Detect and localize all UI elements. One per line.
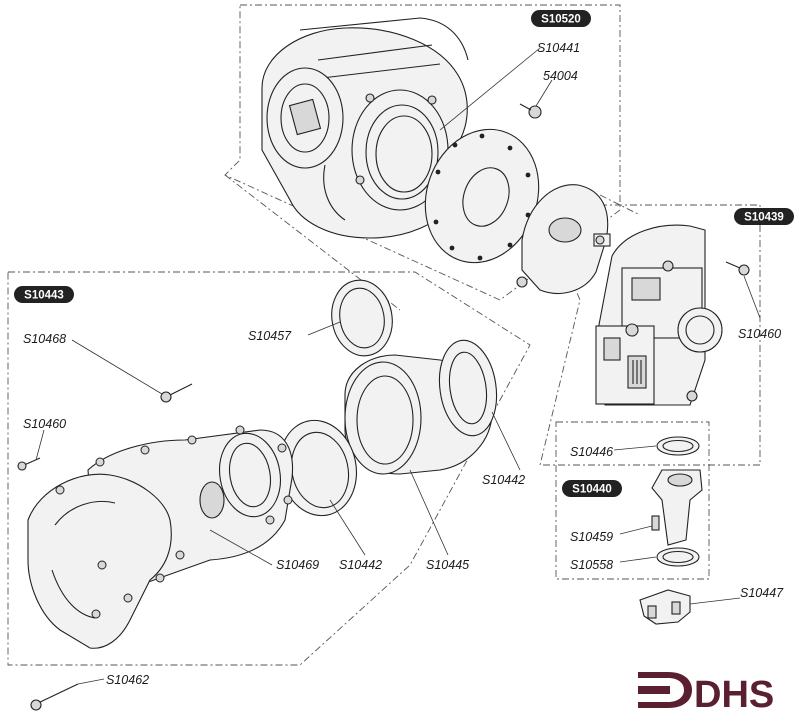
badge-bg-s10440 [562,480,622,497]
badge-bg-s10439 [734,208,794,225]
fan-housing [261,17,469,239]
badge-bg-s10520 [531,10,591,27]
logo-mark [638,672,692,708]
part-label: S10457 [248,329,292,343]
part-label: S10468 [23,332,66,346]
part-label: S10447 [740,586,784,600]
part-labels: S10441 54004 S10460 S10457 S10468 S10460… [23,41,784,687]
ring-gasket-middle [278,419,358,517]
group-badge-s10440: S10440 [572,484,612,496]
part-label: S10469 [276,558,319,572]
group-badge-s10443: S10443 [24,290,64,302]
dhs-logo: DHS [638,672,774,716]
inlet-flange [516,184,611,294]
gasket-plate [424,128,540,264]
gas-valve [595,224,723,406]
part-label: S10462 [106,673,149,687]
part-label: S10460 [23,417,66,431]
logo-text: DHS [694,674,774,716]
clip-part [639,589,691,625]
group-badge-s10520: S10520 [541,14,581,26]
part-label: S10558 [570,558,613,572]
valve-connector [651,436,703,567]
part-label: S10459 [570,530,613,544]
part-label: S10445 [426,558,469,572]
manifold-body [27,425,294,649]
part-label: S10441 [537,41,580,55]
screws-left [17,383,193,711]
part-label: 54004 [543,69,578,83]
badge-bg-s10443 [14,286,74,303]
part-label: S10442 [339,558,382,572]
screw-54004 [519,103,542,119]
group-badges: S10520 S10439 S10443 S10440 [14,10,794,497]
leader-lines [35,47,761,685]
part-label: S10442 [482,473,525,487]
group-badge-s10439: S10439 [744,212,784,224]
ring-gasket [331,279,393,357]
part-label: S10446 [570,445,613,459]
part-label: S10460 [738,327,781,341]
screw-right [725,261,750,276]
burner-cylinder [344,339,498,475]
